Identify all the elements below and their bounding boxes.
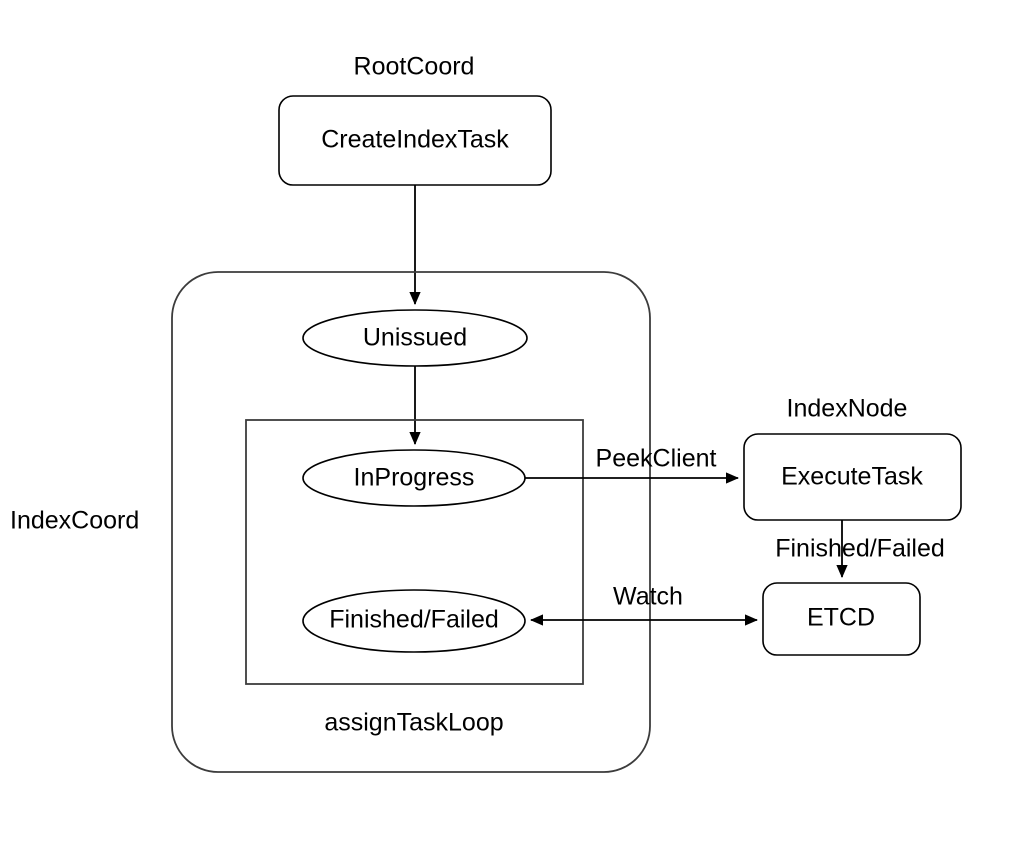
group-label-indexnode: IndexNode bbox=[787, 395, 908, 423]
group-label-rootcoord: RootCoord bbox=[354, 53, 475, 81]
group-container-indexcoord bbox=[171, 271, 651, 773]
node-label-unissued: Unissued bbox=[363, 324, 467, 352]
node-finished-failed[interactable] bbox=[302, 589, 526, 653]
node-label-create-index-task: CreateIndexTask bbox=[321, 126, 509, 154]
node-etcd[interactable] bbox=[762, 582, 921, 656]
edge-label-finished-failed: Finished/Failed bbox=[775, 535, 945, 563]
edge-label-watch: Watch bbox=[613, 583, 683, 611]
group-label-assigntaskloop: assignTaskLoop bbox=[324, 709, 503, 737]
node-execute-task[interactable] bbox=[743, 433, 962, 521]
group-container-assigntaskloop bbox=[245, 419, 584, 685]
node-label-finished-failed: Finished/Failed bbox=[329, 606, 499, 634]
node-label-execute-task: ExecuteTask bbox=[781, 463, 923, 491]
group-label-indexcoord: IndexCoord bbox=[10, 507, 139, 535]
node-label-etcd: ETCD bbox=[807, 604, 875, 632]
node-label-in-progress: InProgress bbox=[354, 464, 475, 492]
edge-label-peekclient: PeekClient bbox=[596, 445, 717, 473]
